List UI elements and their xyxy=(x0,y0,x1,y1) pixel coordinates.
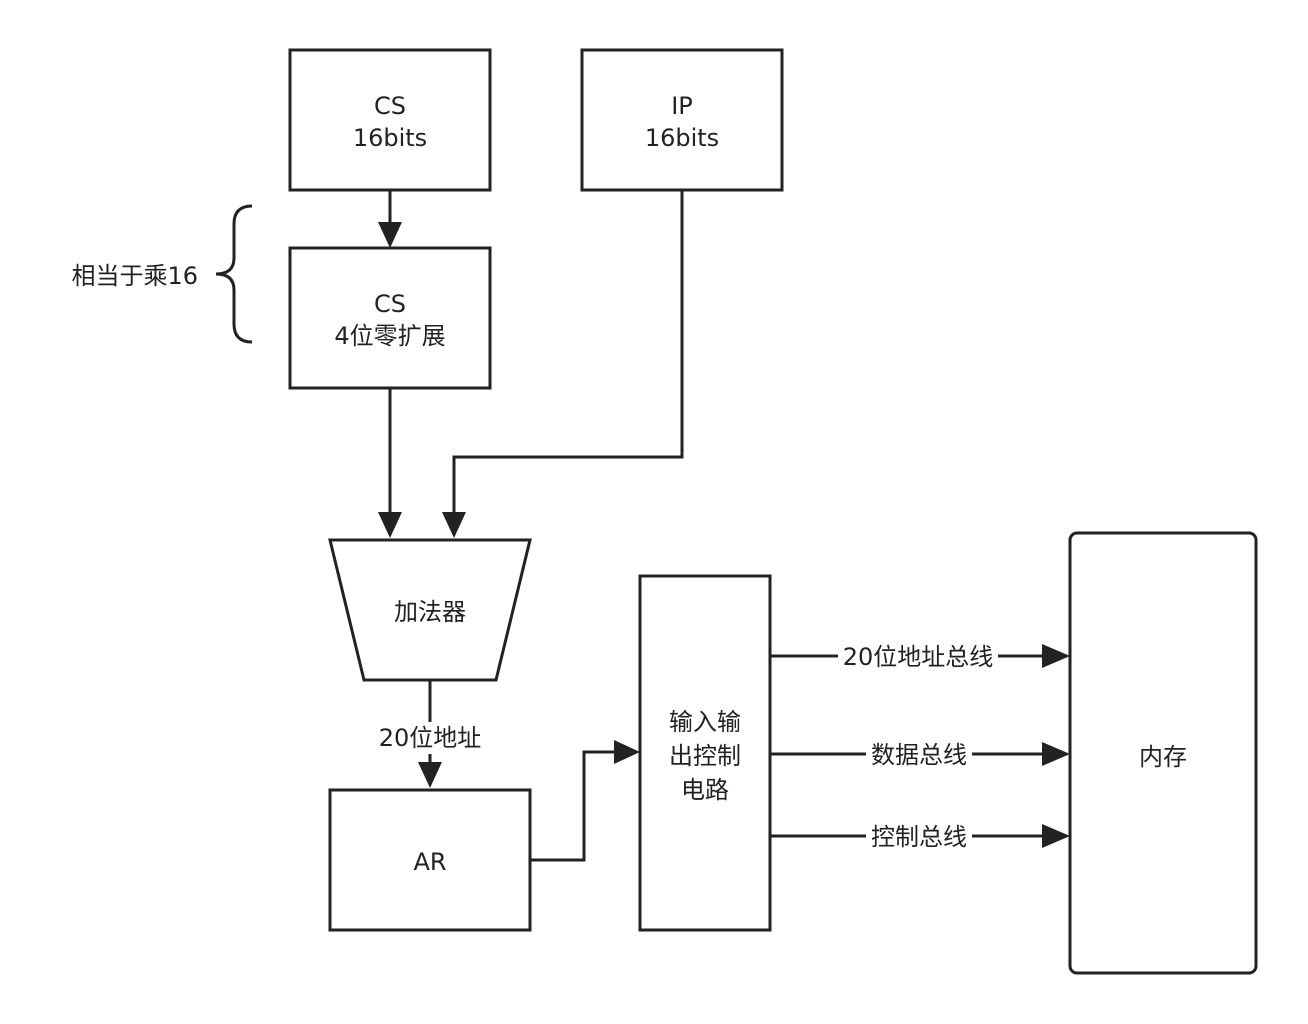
data-bus-label-bg xyxy=(866,738,972,770)
control-bus-label: 控制总线 xyxy=(871,823,967,851)
ar-to-io-arrowhead xyxy=(614,740,640,764)
control-bus-label-bg xyxy=(866,820,972,852)
address-bus-label-bg xyxy=(838,640,998,672)
ip-to-adder-line xyxy=(452,190,684,512)
data-bus-arrowhead xyxy=(1042,742,1070,766)
cs-to-shift-arrowhead xyxy=(378,222,402,248)
adder-to-ar-arrowhead xyxy=(418,762,442,788)
cs-shift-name: CS xyxy=(374,290,406,318)
adder-trapezoid: 加法器 xyxy=(328,538,532,682)
ar-label: AR xyxy=(413,848,446,876)
ar-box: AR xyxy=(328,788,532,932)
ip-register-name: IP xyxy=(671,92,693,120)
shift-note: 相当于乘16 xyxy=(71,262,198,290)
io-control-line-2: 出控制 xyxy=(669,742,741,770)
ip-to-adder-arrowhead xyxy=(442,512,466,538)
io-control-line-1: 输入输 xyxy=(669,708,741,736)
memory-label: 内存 xyxy=(1139,743,1187,771)
adder-to-ar-label-bg xyxy=(372,722,488,754)
ip-register-box: IP 16bits xyxy=(580,48,784,192)
cs-shift-box: CS 4位零扩展 xyxy=(288,246,492,390)
memory-box: 内存 xyxy=(1068,531,1258,975)
address-bus-arrowhead xyxy=(1042,644,1070,668)
ar-to-io-line xyxy=(530,750,614,862)
adder-label: 加法器 xyxy=(394,598,466,626)
control-bus-arrowhead xyxy=(1042,824,1070,848)
curly-brace xyxy=(215,204,253,344)
ip-register-width: 16bits xyxy=(645,124,719,152)
cs-register-width: 16bits xyxy=(353,124,427,152)
shift-to-adder-arrowhead xyxy=(378,512,402,538)
adder-to-ar-label: 20位地址 xyxy=(379,724,482,752)
io-control-box: 输入输 出控制 电路 xyxy=(638,574,772,932)
data-bus-label: 数据总线 xyxy=(871,741,967,769)
cs-shift-description: 4位零扩展 xyxy=(334,322,445,350)
cs-register-name: CS xyxy=(374,92,406,120)
address-bus-label: 20位地址总线 xyxy=(843,643,994,671)
cs-register-box: CS 16bits xyxy=(288,48,492,192)
io-control-line-3: 电路 xyxy=(681,776,729,804)
